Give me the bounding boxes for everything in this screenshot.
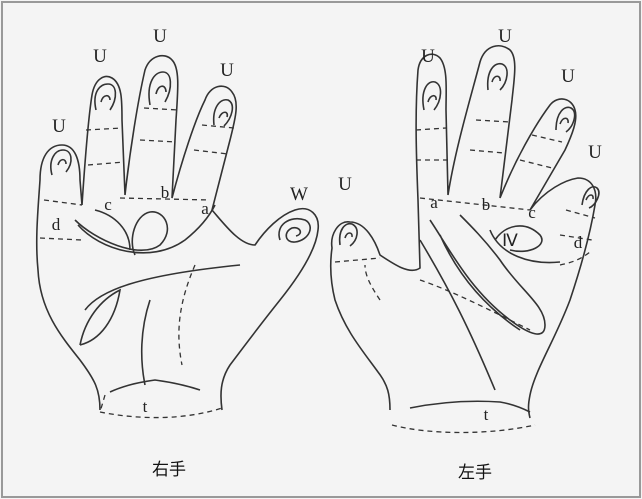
left-hand: U U U U U a b c d Ⅳ t 左手 bbox=[331, 26, 602, 483]
left-hand-outline bbox=[331, 46, 596, 418]
left-area-iv: Ⅳ bbox=[502, 231, 518, 250]
right-little-pattern: U bbox=[52, 116, 66, 137]
left-middle-pattern: U bbox=[498, 26, 512, 47]
right-ring-pattern: U bbox=[93, 46, 107, 67]
left-area-a: a bbox=[430, 193, 438, 212]
left-palm-dashed bbox=[365, 252, 590, 330]
left-area-d: d bbox=[574, 233, 583, 252]
right-thumb-whorl bbox=[279, 219, 310, 242]
right-index-fingerprint bbox=[214, 100, 233, 126]
right-area-d: d bbox=[52, 215, 61, 234]
left-area-c: c bbox=[528, 203, 536, 222]
right-area-c: c bbox=[104, 195, 112, 214]
left-middle-fingerprint bbox=[488, 64, 507, 90]
right-thumb-pattern: W bbox=[290, 184, 308, 205]
left-thumb-pattern: U bbox=[338, 174, 352, 195]
left-ring-fingerprint bbox=[556, 107, 575, 132]
right-palm-lines bbox=[75, 205, 240, 385]
right-thenar-crease bbox=[179, 265, 195, 365]
right-ring-fingerprint bbox=[95, 84, 115, 110]
left-thumb-fingerprint bbox=[340, 224, 357, 246]
right-hand-caption: 右手 bbox=[152, 460, 186, 480]
right-area-a: a bbox=[201, 199, 209, 218]
left-little-pattern: U bbox=[588, 142, 602, 163]
right-index-pattern: U bbox=[220, 60, 234, 81]
left-wrist bbox=[410, 401, 530, 412]
right-hand: U U U U W a b c d t 右手 bbox=[37, 26, 319, 480]
right-little-fingerprint bbox=[51, 150, 71, 175]
right-middle-fingerprint bbox=[149, 72, 170, 105]
left-area-t: t bbox=[484, 405, 489, 424]
left-index-pattern: U bbox=[421, 46, 435, 67]
right-area-t: t bbox=[143, 397, 148, 416]
right-middle-pattern: U bbox=[153, 26, 167, 47]
left-hand-caption: 左手 bbox=[458, 463, 492, 483]
left-palm-lines bbox=[420, 215, 560, 390]
left-index-fingerprint bbox=[423, 82, 441, 110]
left-wrist-dashed bbox=[392, 425, 535, 433]
left-ring-pattern: U bbox=[561, 66, 575, 87]
left-area-b: b bbox=[482, 195, 491, 214]
right-wrist bbox=[110, 380, 200, 392]
right-wrist-dashed bbox=[100, 395, 222, 418]
right-area-b: b bbox=[161, 183, 170, 202]
right-hand-outline bbox=[37, 56, 319, 410]
